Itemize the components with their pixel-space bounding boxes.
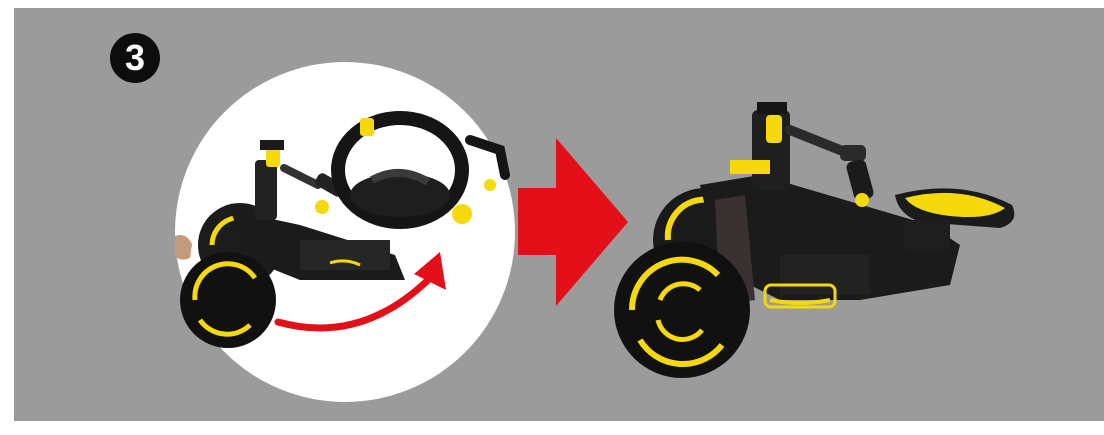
direction-arrow-icon (518, 138, 628, 306)
balance-bike-image (614, 102, 1014, 378)
